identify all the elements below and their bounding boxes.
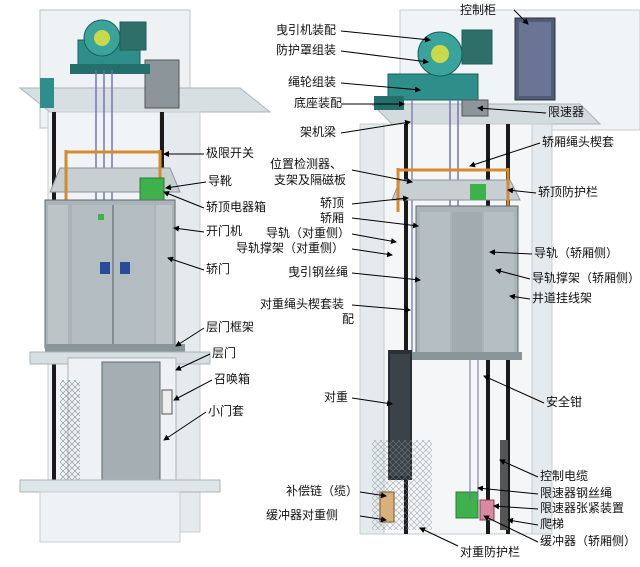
label-car-rail-bracket: 导轨撑架（轿厢侧）: [532, 271, 640, 285]
label-call-box: 召唤箱: [214, 372, 251, 386]
label-cw-buffer: 缓冲器对重侧: [266, 508, 339, 522]
label-counterweight: 对重: [324, 390, 349, 404]
left-landing: [19, 351, 221, 543]
label-ladder: 爬梯: [540, 517, 565, 531]
label-limit-switch: 极限开关: [206, 146, 255, 160]
left-elevator: [18, 9, 272, 543]
label-traction-rope: 曳引钢丝绳: [288, 265, 349, 279]
label-safety-gear: 安全钳: [546, 395, 583, 409]
label-shaft-cable-bracket: 井道挂线架: [532, 291, 593, 305]
label-landing-door: 层门: [212, 346, 237, 360]
label-door-operator: 开门机: [206, 224, 243, 238]
label-car-rope-socket: 轿厢绳头楔套: [542, 135, 615, 149]
label-comp-chain: 补偿链（缆）: [286, 484, 359, 498]
label-control-cabinet: 控制柜: [460, 3, 497, 17]
label-cw-rail: 导轨（对重侧）: [266, 226, 351, 240]
label-governor-rope: 限速器钢丝绳: [540, 486, 613, 500]
label-base: 底座装配: [294, 96, 343, 110]
left-car: [44, 199, 185, 352]
label-car-rail: 导轨（轿厢侧）: [534, 246, 619, 260]
label-cw-rope-socket-2: 配: [342, 312, 355, 326]
left-car-top: [49, 150, 181, 201]
label-cw-guard: 对重防护栏: [460, 545, 521, 559]
label-sheave: 绳轮组装: [288, 75, 337, 89]
label-position-detector-2: 支架及隔磁板: [274, 173, 347, 187]
label-governor-tension: 限速器张紧装置: [540, 501, 625, 515]
label-car-buffer: 缓冲器（轿厢侧）: [540, 534, 637, 548]
label-car: 轿厢: [320, 211, 345, 225]
label-beam: 架机梁: [300, 125, 337, 139]
label-car-top-rail: 轿顶防护栏: [538, 185, 599, 199]
label-governor: 限速器: [548, 105, 585, 119]
label-guide-shoe: 导靴: [208, 174, 233, 188]
label-traction-machine: 曳引机装配: [276, 23, 337, 37]
label-landing-frame: 层门框架: [206, 320, 255, 334]
label-car-top: 轿顶: [320, 196, 345, 210]
label-guard-cover: 防护罩组装: [276, 43, 337, 57]
right-car: [412, 205, 522, 360]
label-position-detector-1: 位置检测器、: [270, 157, 343, 171]
label-car-top-box: 轿顶电器箱: [206, 200, 267, 214]
label-car-door: 轿门: [206, 262, 231, 276]
left-traction-machine: [70, 19, 150, 74]
label-cw-rail-bracket: 导轨撑架（对重侧）: [236, 241, 345, 255]
label-control-cable: 控制电缆: [540, 469, 589, 483]
label-door-jamb: 小门套: [208, 404, 245, 418]
label-cw-rope-socket-1: 对重绳头楔套装: [260, 297, 345, 311]
leader-lines: [163, 9, 547, 547]
